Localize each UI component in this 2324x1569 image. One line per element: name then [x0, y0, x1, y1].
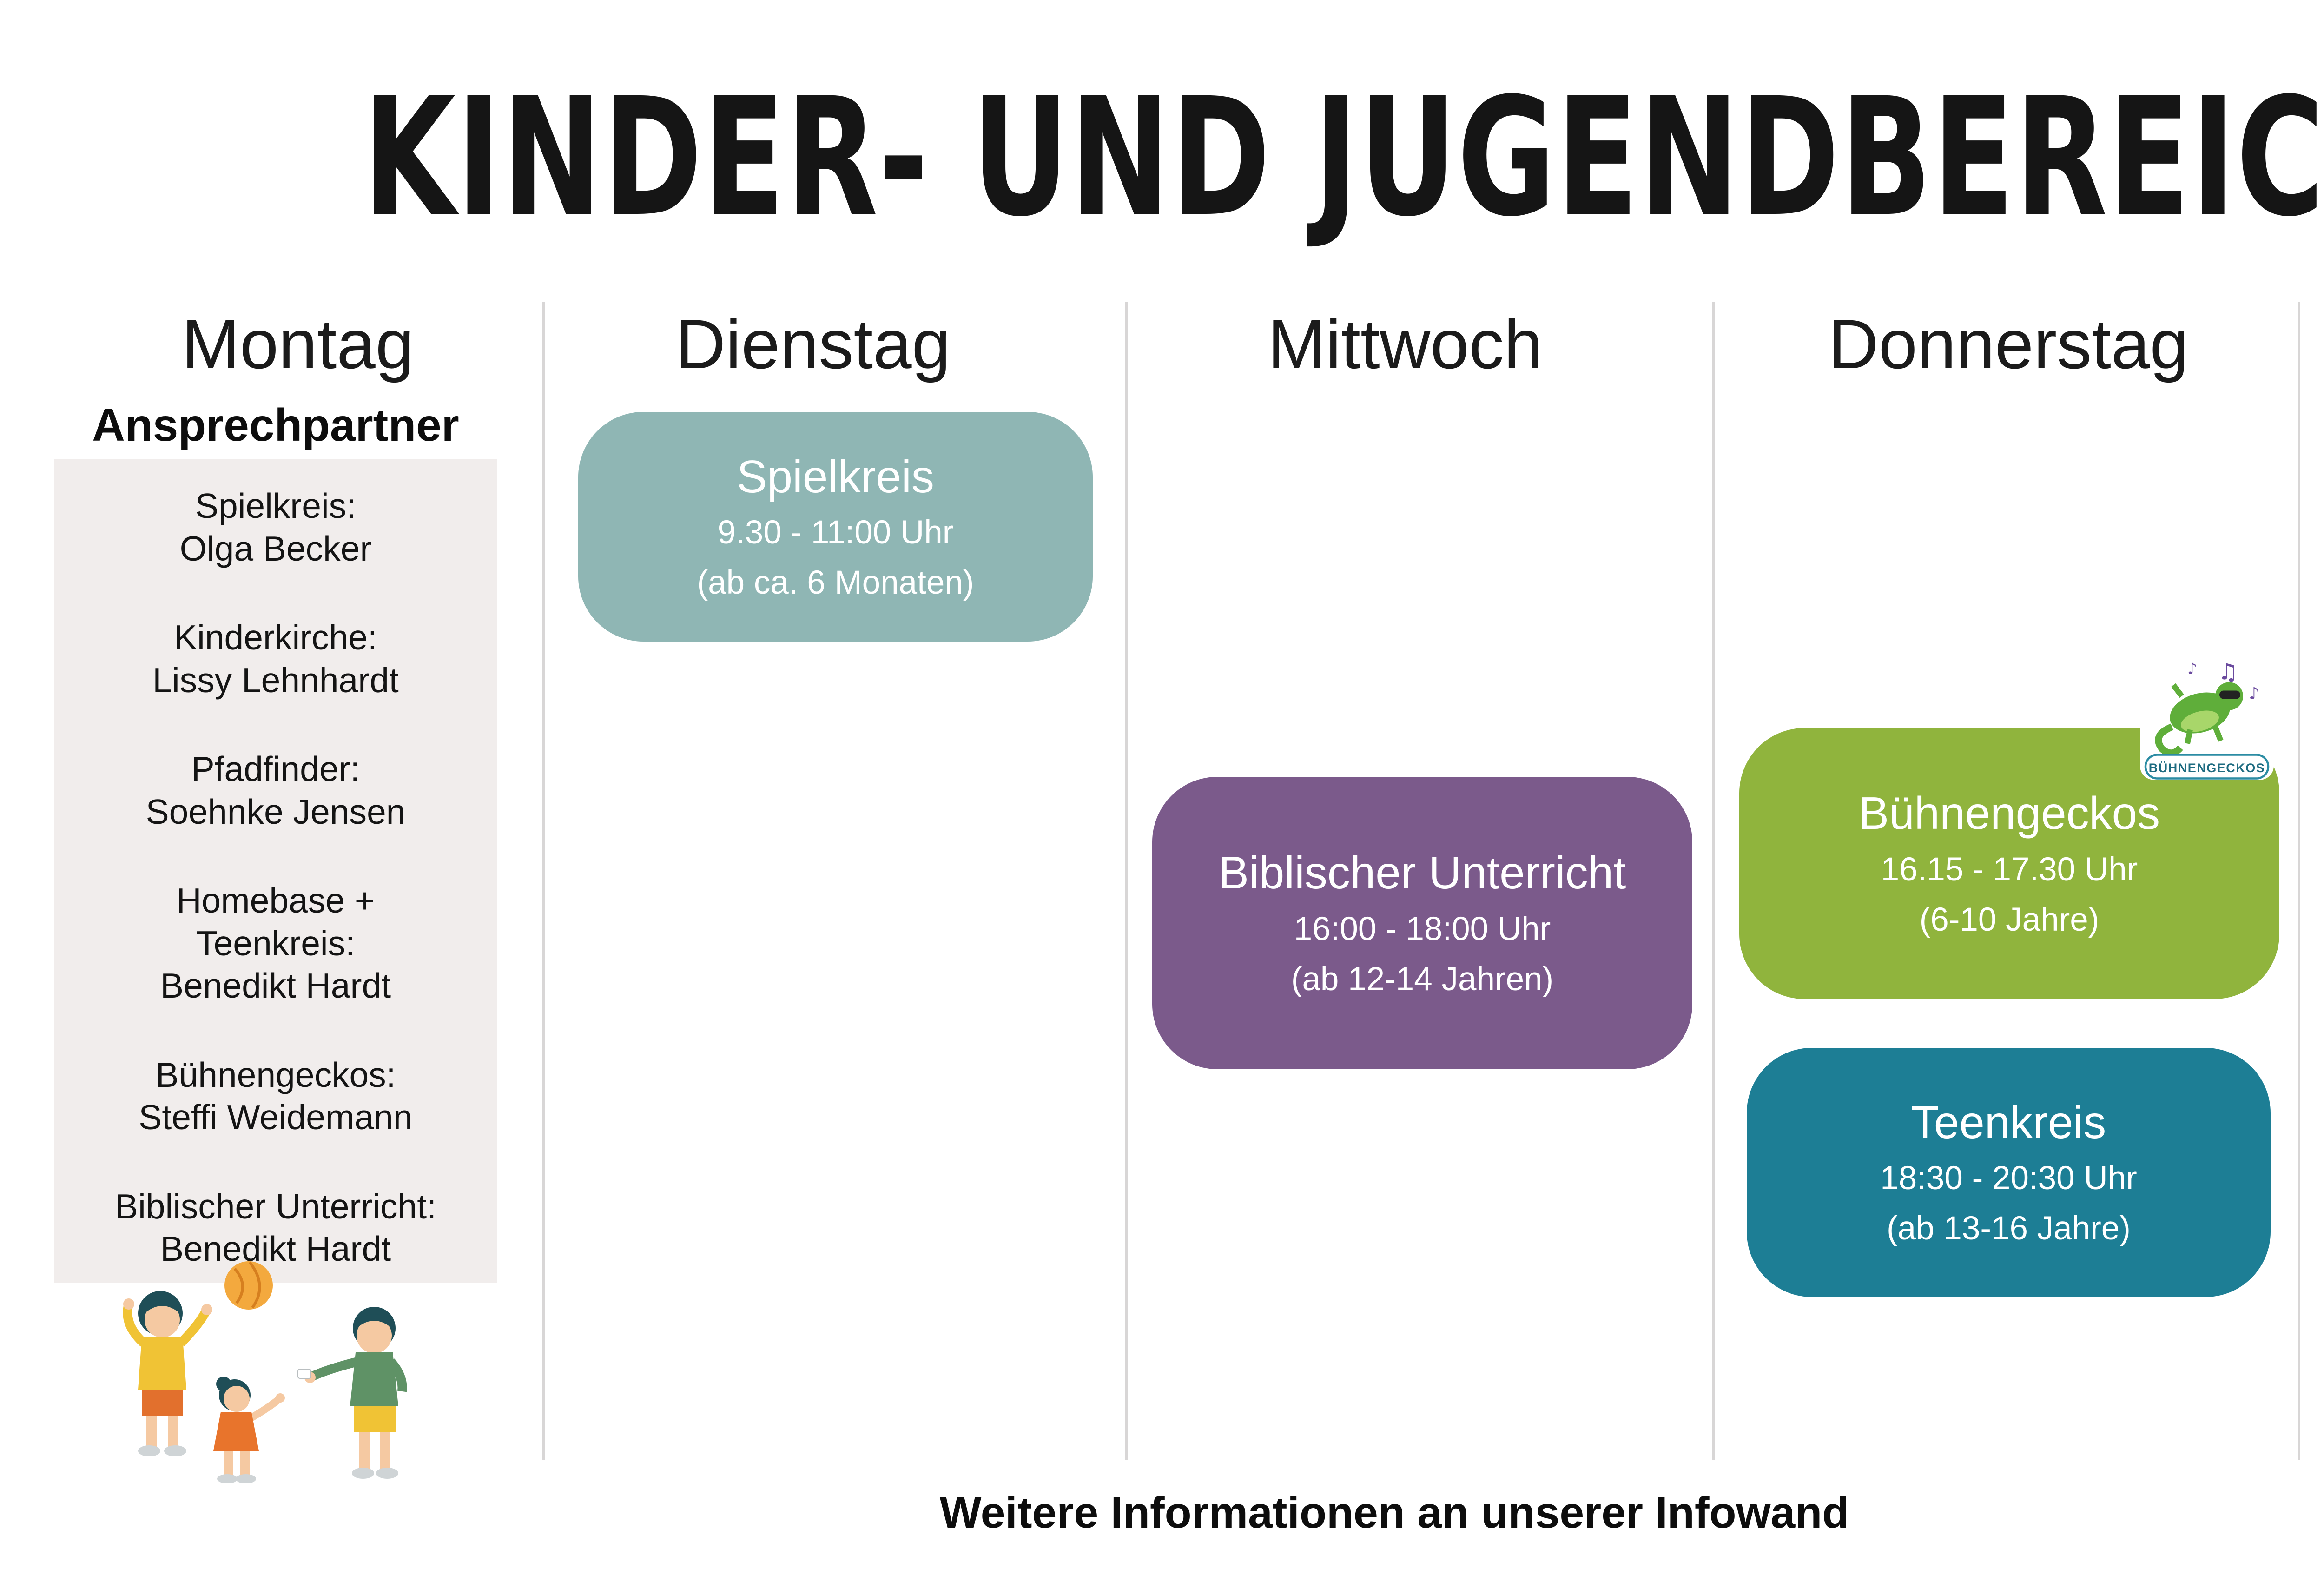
contact-role: Homebase + Teenkreis:: [176, 881, 375, 963]
contact-name: Steffi Weidemann: [139, 1098, 413, 1137]
gecko-badge-label: BÜHNENGECKOS: [2149, 761, 2265, 775]
contact-item: Pfadfinder: Soehnke Jensen: [146, 748, 406, 833]
svg-text:♪: ♪: [2187, 660, 2197, 678]
event-age: (ab ca. 6 Monaten): [697, 564, 974, 602]
poster-title: KINDER- UND JUGENDBEREICH: [363, 63, 2324, 253]
column-divider: [1125, 302, 1128, 1460]
contact-name: Soehnke Jensen: [145, 792, 406, 831]
event-title: Teenkreis: [1911, 1096, 2106, 1148]
event-title: Spielkreis: [737, 450, 934, 502]
svg-text:♪: ♪: [2249, 684, 2259, 703]
svg-text:♫: ♫: [2218, 659, 2238, 685]
column-divider: [542, 302, 545, 1460]
event-title: Biblischer Unterricht: [1218, 847, 1626, 899]
event-time: 18:30 - 20:30 Uhr: [1880, 1160, 2137, 1197]
event-age: (6-10 Jahre): [1919, 901, 2100, 938]
column-divider: [1712, 302, 1715, 1460]
event-title: Bühnengeckos: [1858, 788, 2160, 839]
day-header-freitag: Freitag: [2257, 305, 2324, 384]
contact-name: Benedikt Hardt: [160, 966, 391, 1005]
contact-role: Spielkreis:: [195, 486, 356, 525]
day-header-donnerstag: Donnerstag: [1828, 305, 2189, 383]
event-time: 16.15 - 17.30 Uhr: [1881, 851, 2138, 888]
contacts-panel: Spielkreis: Olga Becker Kinderkirche: Li…: [54, 459, 497, 1283]
contact-name: Benedikt Hardt: [160, 1229, 391, 1268]
contact-item: Homebase + Teenkreis: Benedikt Hardt: [160, 880, 391, 1007]
contact-role: Pfadfinder:: [191, 749, 360, 788]
contact-item: Bühnengeckos: Steffi Weidemann: [139, 1054, 412, 1139]
contact-item: Biblischer Unterricht: Benedikt Hardt: [115, 1185, 436, 1271]
contact-role: Kinderkirche:: [174, 618, 377, 657]
event-age: (ab 12-14 Jahren): [1291, 960, 1554, 998]
contact-role: Bühnengeckos:: [155, 1055, 396, 1094]
event-age: (ab 13-16 Jahre): [1887, 1210, 2131, 1247]
children-playing-illustration: [123, 1261, 407, 1483]
footer-note: Weitere Informationen an unserer Infowan…: [939, 1488, 1849, 1537]
contact-name: Olga Becker: [179, 529, 372, 568]
day-header-dienstag: Dienstag: [675, 305, 951, 383]
contact-role: Biblischer Unterricht:: [115, 1186, 436, 1226]
contact-name: Lissy Lehnhardt: [152, 660, 399, 700]
event-card-spielkreis: Spielkreis 9.30 - 11:00 Uhr (ab ca. 6 Mo…: [578, 412, 1093, 642]
event-card-biblischer-unterricht: Biblischer Unterricht 16:00 - 18:00 Uhr …: [1152, 777, 1692, 1069]
contacts-heading: Ansprechpartner: [92, 399, 459, 450]
day-header-mittwoch: Mittwoch: [1268, 305, 1543, 383]
buehnengeckos-logo-icon: ♪ ♫ ♪ BÜHNENGECKOS: [2140, 657, 2274, 780]
column-divider: [2298, 302, 2300, 1460]
event-time: 16:00 - 18:00 Uhr: [1294, 910, 1551, 947]
event-card-teenkreis: Teenkreis 18:30 - 20:30 Uhr (ab 13-16 Ja…: [1747, 1048, 2271, 1297]
day-header-montag: Montag: [181, 305, 415, 383]
contact-item: Kinderkirche: Lissy Lehnhardt: [152, 616, 399, 702]
event-time: 9.30 - 11:00 Uhr: [717, 514, 954, 551]
contact-item: Spielkreis: Olga Becker: [180, 485, 372, 570]
